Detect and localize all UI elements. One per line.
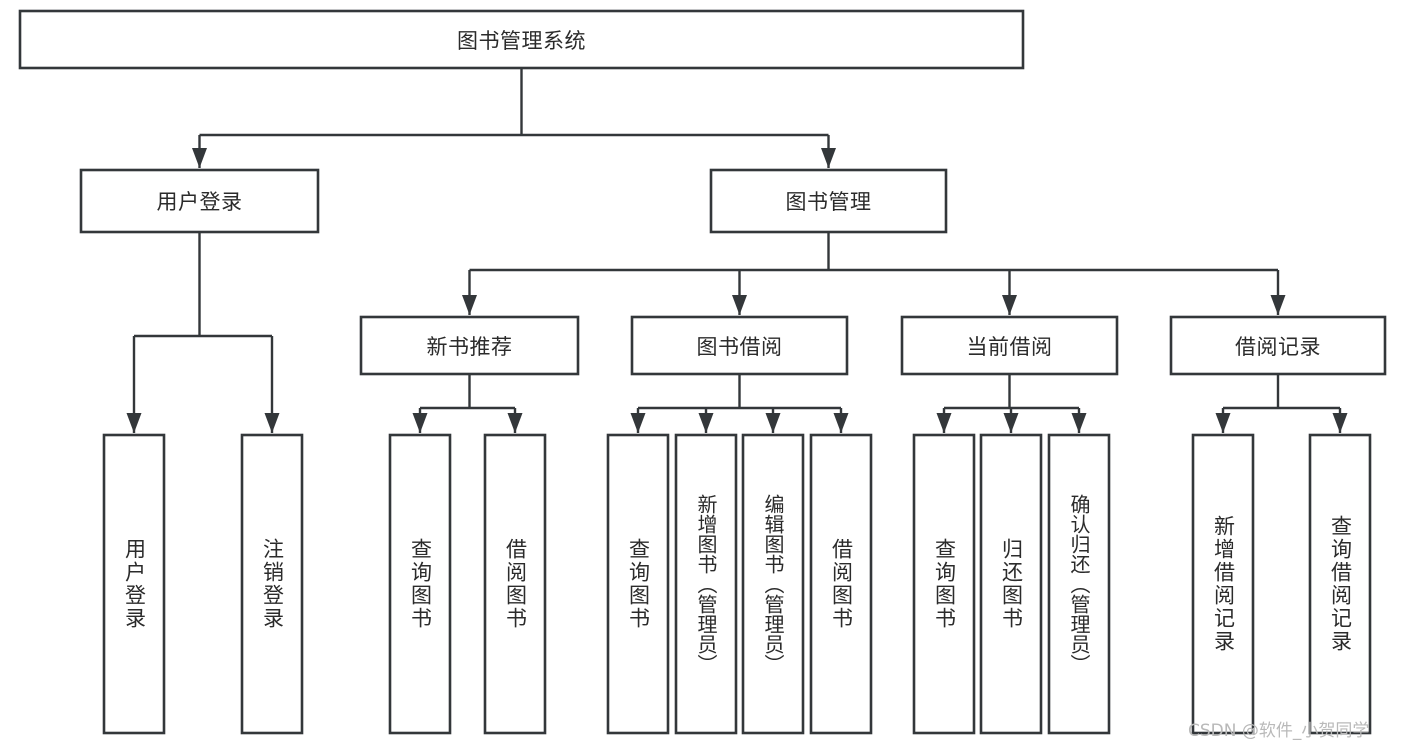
arrow-head-icon (412, 413, 428, 433)
node-box-book-borrow (630, 315, 849, 376)
arrow-head-icon (698, 413, 714, 433)
node-box-leaf-return-book (979, 433, 1043, 735)
arrow-head-icon (507, 413, 523, 433)
arrow-head-icon (462, 295, 477, 315)
arrow-head-icon (765, 413, 781, 433)
node-box-root (18, 9, 1025, 70)
arrow-head-icon (630, 413, 646, 433)
boxes-layer (18, 9, 1387, 735)
node-box-leaf-user-login (102, 433, 166, 735)
node-box-user-login (79, 168, 320, 234)
arrow-head-icon (1270, 295, 1286, 315)
node-box-current-borrow (900, 315, 1119, 376)
arrow-head-icon (126, 413, 142, 433)
arrow-head-icon (264, 413, 280, 433)
arrow-head-icon (821, 148, 836, 168)
node-box-leaf-add-record (1191, 433, 1255, 735)
connectors-layer (126, 68, 1348, 433)
arrow-head-icon (1002, 295, 1017, 315)
node-box-leaf-borrow-book-2 (809, 433, 873, 735)
node-box-leaf-confirm-return (1047, 433, 1111, 735)
arrow-head-icon (833, 413, 849, 433)
arrow-head-icon (732, 295, 747, 315)
node-box-leaf-add-book (674, 433, 738, 735)
node-box-leaf-query-record (1308, 433, 1372, 735)
node-box-leaf-logout (240, 433, 304, 735)
node-box-book-manage (709, 168, 948, 234)
node-box-leaf-query-book-3 (912, 433, 976, 735)
arrow-head-icon (192, 148, 207, 168)
arrow-head-icon (1071, 413, 1087, 433)
node-box-leaf-query-book-1 (388, 433, 452, 735)
node-box-borrow-record (1169, 315, 1387, 376)
arrow-head-icon (1332, 413, 1348, 433)
node-box-leaf-borrow-book-1 (483, 433, 547, 735)
node-box-leaf-edit-book (741, 433, 805, 735)
arrow-head-icon (936, 413, 952, 433)
arrow-head-icon (1003, 413, 1019, 433)
arrow-head-icon (1215, 413, 1231, 433)
node-box-new-book-recommend (359, 315, 580, 376)
node-box-leaf-query-book-2 (606, 433, 670, 735)
